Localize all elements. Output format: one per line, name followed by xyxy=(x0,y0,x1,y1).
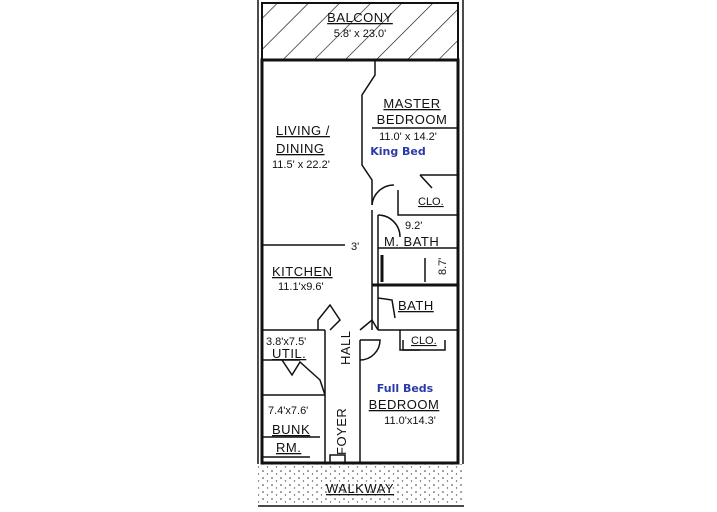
balcony-label: BALCONY xyxy=(327,10,393,25)
full-beds-note: Full Beds xyxy=(377,382,434,395)
master-bedroom-label: BEDROOM xyxy=(377,112,448,127)
util-size: 3.8'x7.5' xyxy=(266,336,306,348)
bath-label: BATH xyxy=(398,298,434,313)
m-bath-height: 8.7' xyxy=(437,258,449,275)
living-size: 11.5' x 22.2' xyxy=(272,159,330,171)
walkway-label: WALKWAY xyxy=(326,481,394,496)
m-bath-width: 9.2' xyxy=(405,220,422,232)
bedroom-label: BEDROOM xyxy=(369,397,440,412)
master-clo-label: CLO. xyxy=(418,196,444,208)
util-label: UTIL. xyxy=(272,346,306,361)
opening-dim: 3' xyxy=(351,241,359,253)
bunk-label: BUNK xyxy=(272,422,310,437)
clo2-label: CLO. xyxy=(411,335,437,347)
living-label: LIVING / xyxy=(276,123,330,138)
bedroom-size: 11.0'x14.3' xyxy=(384,415,436,427)
master-size: 11.0' x 14.2' xyxy=(379,131,437,143)
king-bed-note: King Bed xyxy=(370,145,426,158)
dining-label: DINING xyxy=(276,141,325,156)
walkway-area xyxy=(258,464,464,506)
kitchen-label: KITCHEN xyxy=(272,264,333,279)
hall-label: HALL xyxy=(338,330,353,365)
foyer-label: FOYER xyxy=(334,408,349,455)
m-bath-label: M. BATH xyxy=(384,234,439,249)
balcony-area xyxy=(261,2,459,61)
rm-label: RM. xyxy=(276,440,301,455)
bunk-size: 7.4'x7.6' xyxy=(268,405,308,417)
kitchen-size: 11.1'x9.6' xyxy=(278,281,324,293)
master-label: MASTER xyxy=(383,96,440,111)
balcony-size: 5.8' x 23.0' xyxy=(334,28,387,40)
